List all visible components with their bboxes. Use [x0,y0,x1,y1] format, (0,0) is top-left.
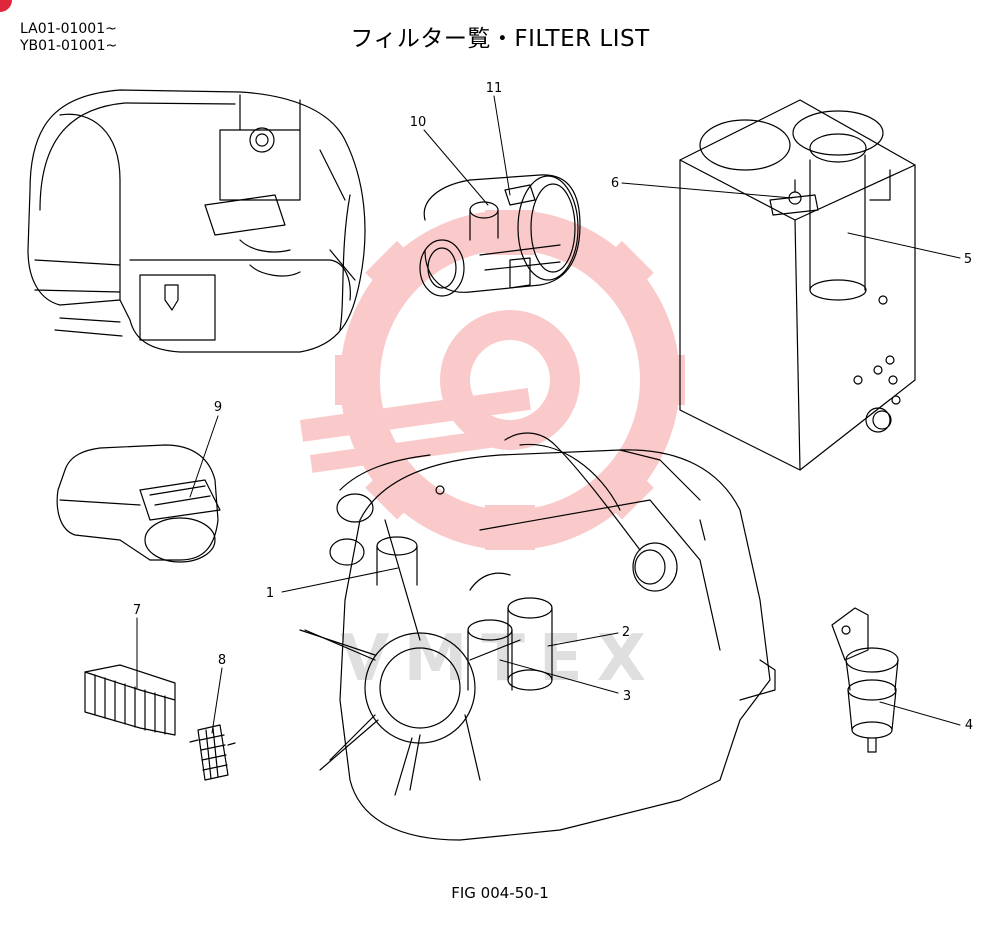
panel-filter-illustration [84,664,176,736]
serial-range-2: YB01-01001~ [20,38,118,54]
hydraulic-tank-illustration [679,99,916,471]
watermark-text: VMTEX [340,622,660,696]
pre-filter-illustration [56,444,221,563]
callout-1: 1 [266,586,274,601]
machine-body-illustration [27,89,366,353]
callout-8: 8 [218,653,226,668]
callout-4: 4 [965,718,973,733]
serial-range-1: LA01-01001~ [20,21,117,37]
callout-3: 3 [623,689,631,704]
figure-number: FIG 004-50-1 [451,884,549,902]
callout-11: 11 [486,81,503,96]
fuel-filter-illustration [831,607,899,753]
screen-filter-illustration [189,724,236,781]
callout-6: 6 [611,176,619,191]
callout-10: 10 [410,115,427,130]
air-cleaner-illustration [419,174,581,297]
serial-ranges: LA01-01001~ YB01-01001~ [20,21,117,55]
callout-2: 2 [622,625,630,640]
callout-5: 5 [964,252,972,267]
watermark-logo [300,210,685,550]
page-title: フィルター覧・FILTER LIST [350,26,650,52]
leader-lines [136,95,961,734]
callout-9: 9 [214,400,222,415]
callout-7: 7 [133,603,141,618]
engine-illustration [299,432,776,841]
